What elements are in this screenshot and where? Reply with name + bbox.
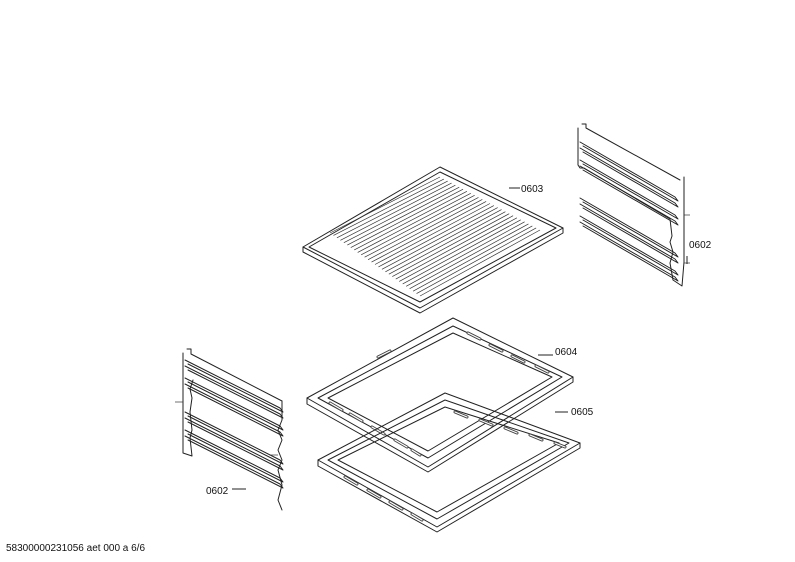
wire-rack	[302, 166, 564, 314]
left-shelf-rails	[175, 348, 284, 511]
label-lower-tray: 0605	[571, 407, 594, 418]
label-rack: 0603	[521, 184, 544, 195]
document-id-footer: 58300000231056 aet 000 a 6/6	[6, 543, 146, 554]
label-upper-tray: 0604	[555, 347, 578, 358]
label-right-rails: 0602	[689, 240, 712, 251]
baking-tray-lower	[317, 392, 581, 533]
right-shelf-rails	[577, 123, 690, 287]
baking-tray-upper	[306, 317, 574, 473]
label-left-rails: 0602	[206, 486, 229, 497]
